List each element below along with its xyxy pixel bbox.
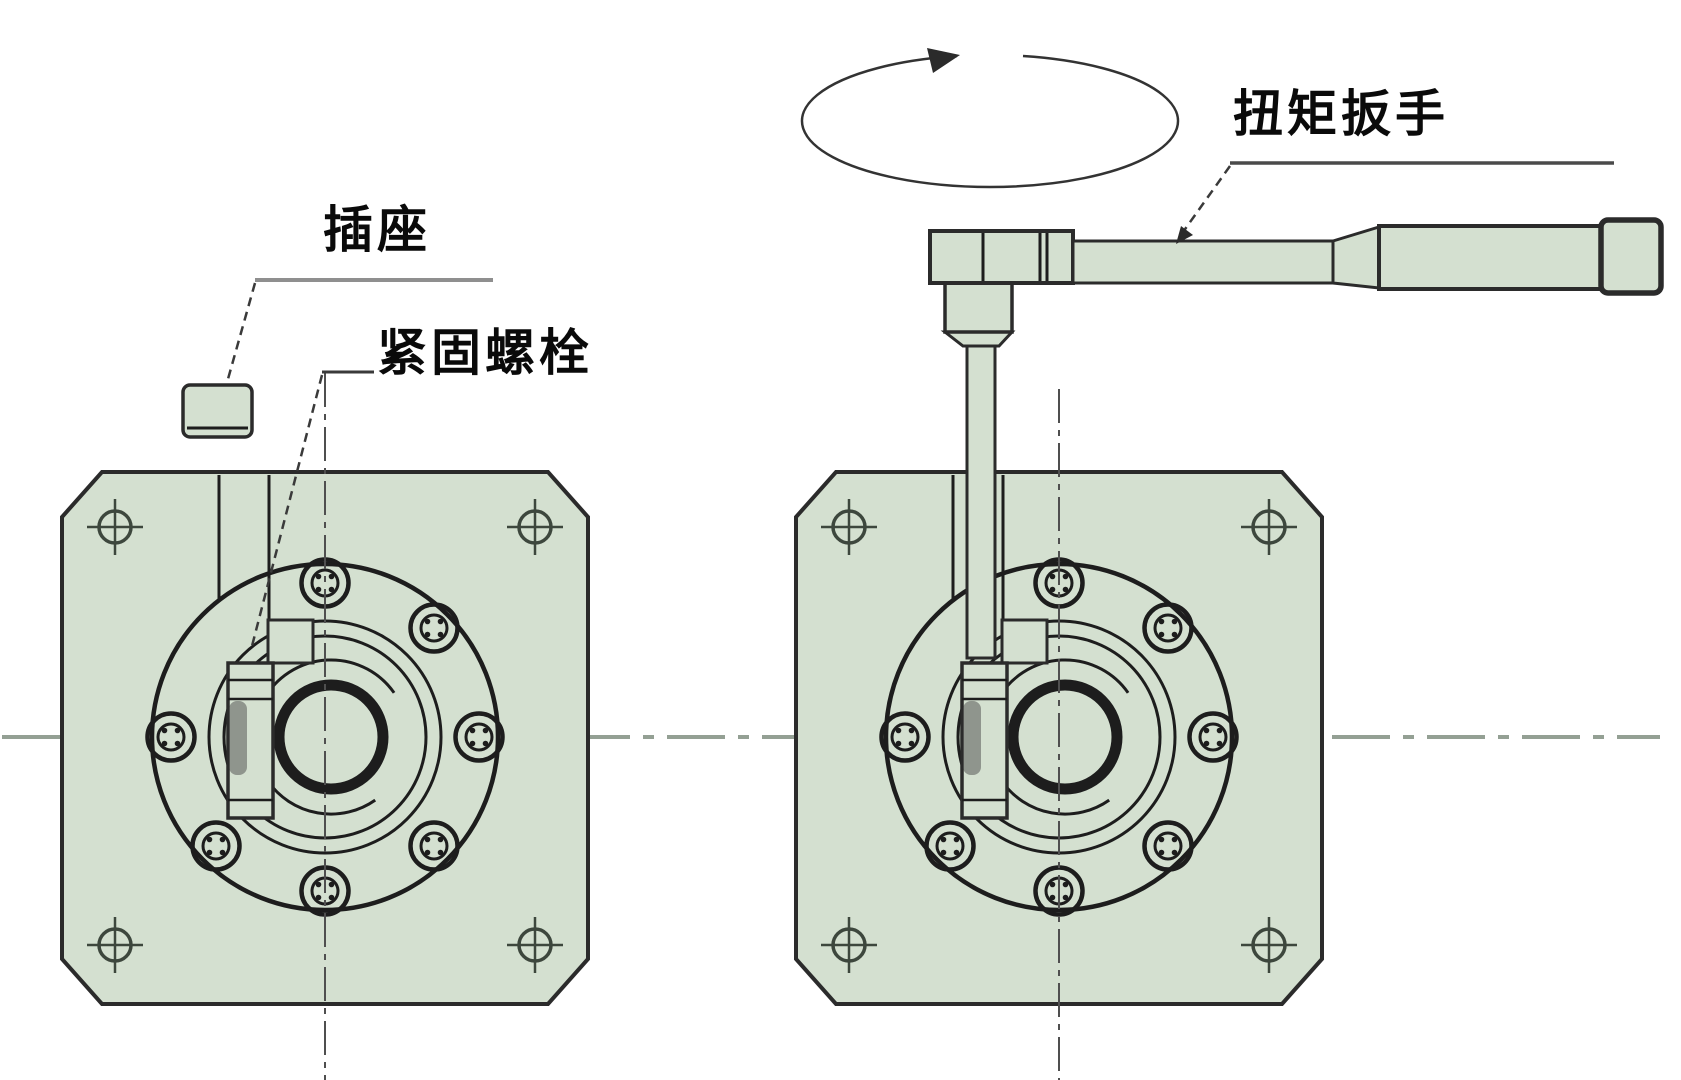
- wrench-bar: [1071, 239, 1335, 285]
- torque-wrench: [928, 217, 1664, 660]
- clamp-bolt-label: 紧固螺栓: [377, 325, 593, 381]
- leader-socket: [226, 278, 493, 380]
- wrench-shaft: [965, 344, 997, 660]
- leader-torque-wrench: [1176, 161, 1614, 244]
- rotation-arrow: [800, 48, 1180, 189]
- wrench-head: [928, 229, 1075, 285]
- leader-arrowhead-icon: [1176, 226, 1193, 244]
- wrench-grip: [1377, 224, 1603, 291]
- wrench-drive-block: [943, 278, 1014, 334]
- socket-part: [181, 383, 254, 439]
- leader-clamp-bolt: [250, 370, 374, 647]
- wrench-socket-adapter: [940, 330, 1016, 348]
- socket-label: 插座: [323, 202, 431, 258]
- torque-wrench-label: 扭矩扳手: [1233, 86, 1449, 142]
- wrench-end-cap: [1598, 217, 1664, 296]
- wrench-taper: [1331, 224, 1381, 290]
- rotation-arrowhead-icon: [927, 48, 960, 73]
